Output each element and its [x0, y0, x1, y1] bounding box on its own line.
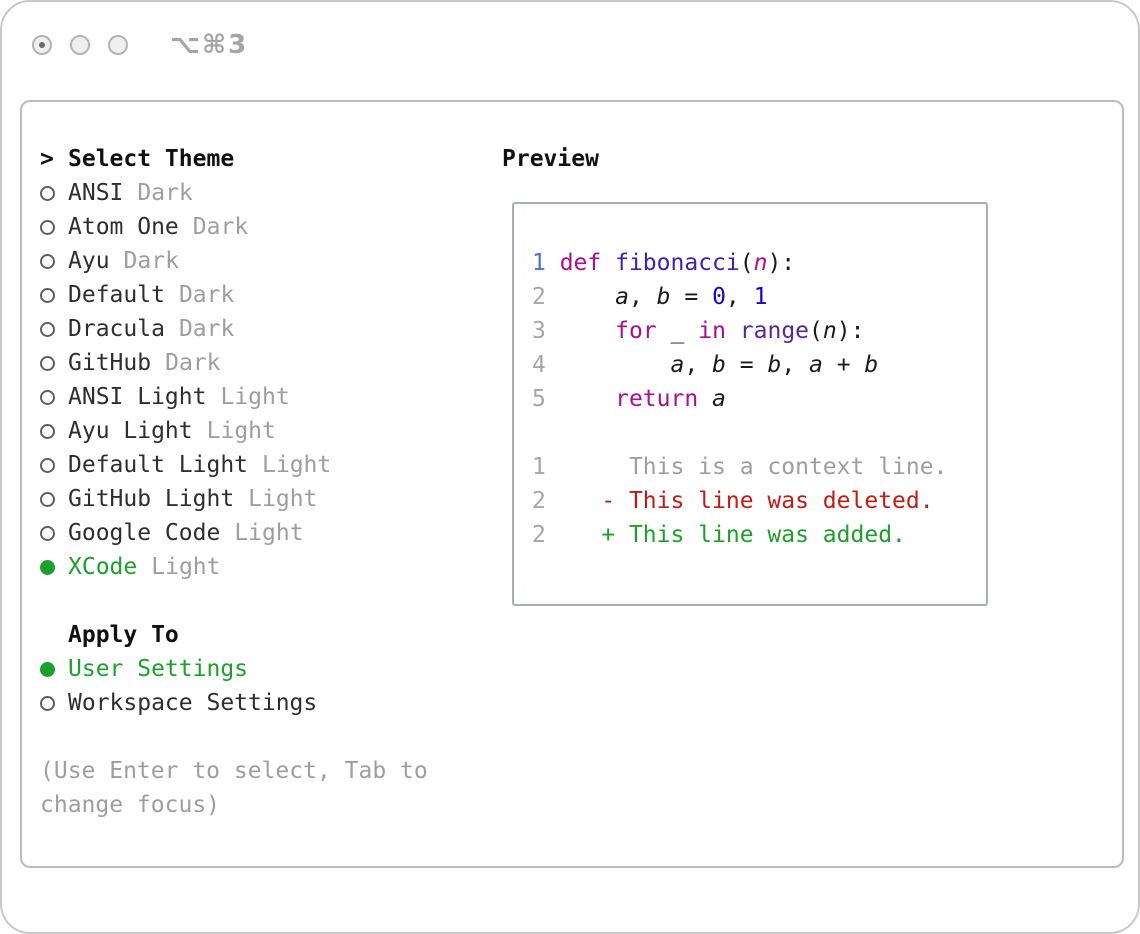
- keyboard-hint: (Use Enter to select, Tab to change focu…: [40, 758, 428, 818]
- apply-option-user-settings[interactable]: User Settings: [40, 652, 460, 686]
- theme-option-google-code[interactable]: Google Code Light: [40, 516, 460, 550]
- keyboard-shortcut-label: ⌥⌘3: [170, 30, 249, 60]
- section-title: Apply To: [68, 622, 179, 648]
- theme-option-ansi-light[interactable]: ANSI Light Light: [40, 380, 460, 414]
- theme-list: > Select Theme ANSI Dark Atom One Dark A…: [40, 142, 460, 822]
- theme-option-ayu-dark[interactable]: Ayu Dark: [40, 244, 460, 278]
- radio-unselected-icon: [40, 423, 55, 439]
- radio-unselected-icon: [40, 457, 55, 473]
- window-dot-icon[interactable]: [70, 35, 90, 55]
- theme-option-github-light[interactable]: GitHub Light Light: [40, 482, 460, 516]
- main-panel: > Select Theme ANSI Dark Atom One Dark A…: [20, 100, 1124, 868]
- theme-option-default-light[interactable]: Default Light Light: [40, 448, 460, 482]
- theme-option-ayu-light[interactable]: Ayu Light Light: [40, 414, 460, 448]
- radio-unselected-icon: [40, 253, 55, 269]
- theme-option-xcode[interactable]: XCode Light: [40, 550, 460, 584]
- theme-option-dracula-dark[interactable]: Dracula Dark: [40, 312, 460, 346]
- section-title: Select Theme: [68, 146, 235, 172]
- code-line: 4 a, b = b, a + b: [532, 352, 879, 378]
- radio-unselected-icon: [40, 525, 55, 541]
- theme-option-ansi-dark[interactable]: ANSI Dark: [40, 176, 460, 210]
- preview-pane: 1 def fibonacci(n): 2 a, b = 0, 1 3 for _ …: [512, 202, 988, 606]
- radio-selected-icon: [40, 559, 55, 575]
- radio-unselected-icon: [40, 491, 55, 507]
- preview-code: 1 def fibonacci(n): 2 a, b = 0, 1 3 for _ …: [532, 246, 947, 552]
- preview-title: Preview: [502, 146, 599, 172]
- apply-option-workspace-settings[interactable]: Workspace Settings: [40, 686, 460, 720]
- radio-unselected-icon: [40, 389, 55, 405]
- apply-to-header: Apply To: [40, 618, 460, 652]
- window-dot-active-icon[interactable]: [32, 35, 52, 55]
- diff-line: 1 This is a context line.: [532, 454, 948, 480]
- radio-unselected-icon: [40, 287, 55, 303]
- theme-option-github-dark[interactable]: GitHub Dark: [40, 346, 460, 380]
- code-line: 3 for _ in range(n):: [532, 318, 865, 344]
- radio-unselected-icon: [40, 695, 55, 711]
- radio-unselected-icon: [40, 219, 55, 235]
- radio-selected-icon: [40, 661, 55, 677]
- code-line: 5 return a: [532, 386, 726, 412]
- code-line: 2 a, b = 0, 1: [532, 284, 768, 310]
- code-line: [532, 416, 947, 450]
- code-line: 1 def fibonacci(n):: [532, 250, 796, 276]
- select-theme-header: > Select Theme: [40, 142, 460, 176]
- radio-unselected-icon: [40, 185, 55, 201]
- radio-unselected-icon: [40, 355, 55, 371]
- diff-line: 2 - This line was deleted.: [532, 488, 934, 514]
- cursor-icon: >: [40, 146, 54, 172]
- titlebar: ⌥⌘3: [32, 30, 248, 60]
- theme-option-atom-one-dark[interactable]: Atom One Dark: [40, 210, 460, 244]
- diff-line: 2 + This line was added.: [532, 522, 906, 548]
- theme-option-default-dark[interactable]: Default Dark: [40, 278, 460, 312]
- window-dot-icon[interactable]: [108, 35, 128, 55]
- radio-unselected-icon: [40, 321, 55, 337]
